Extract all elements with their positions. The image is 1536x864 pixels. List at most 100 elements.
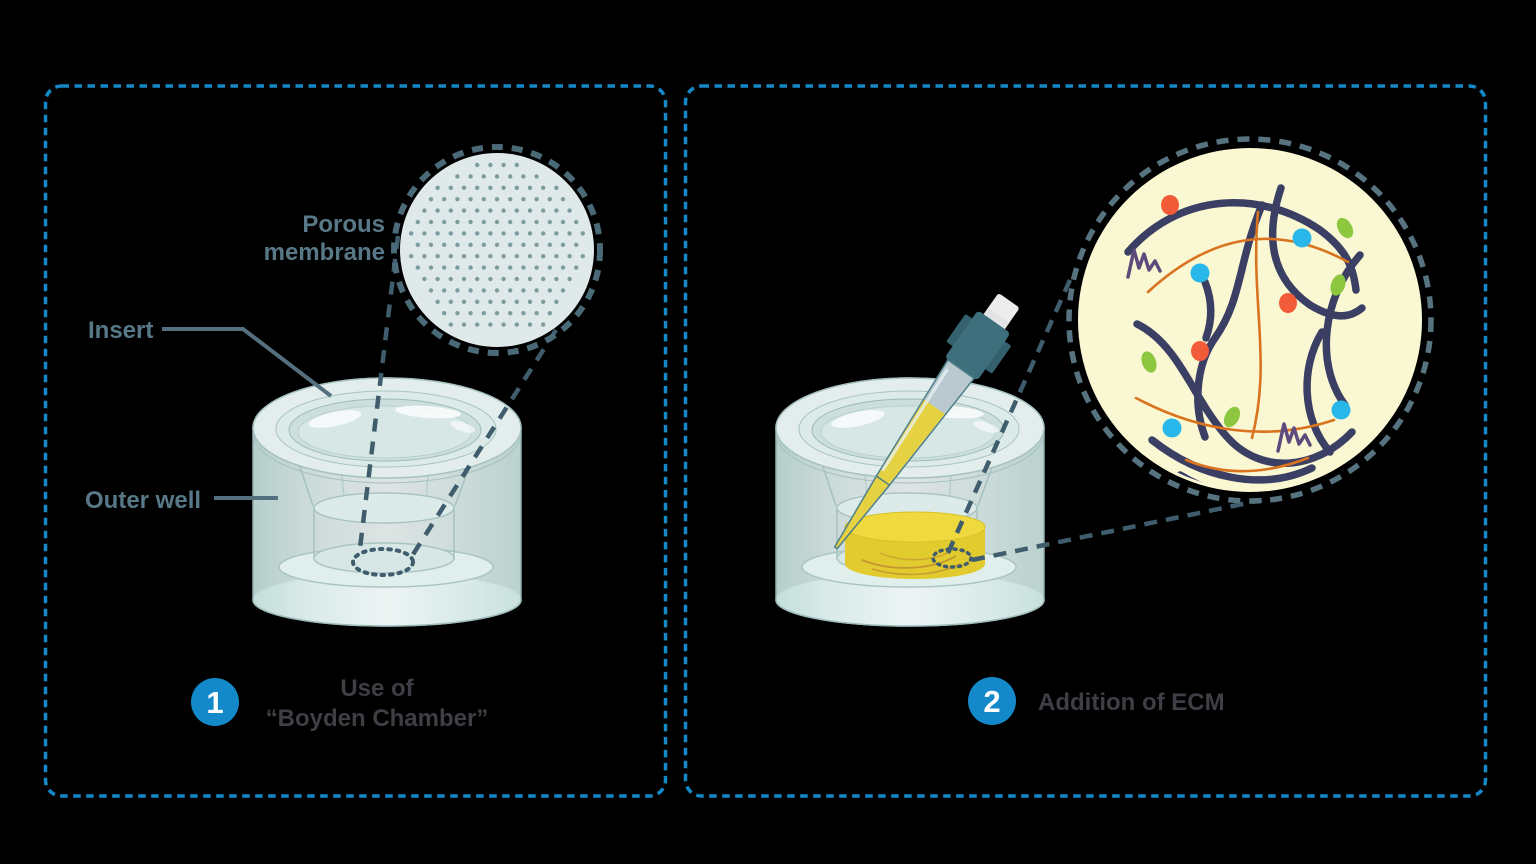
membrane-pore-dot [442, 311, 447, 316]
membrane-pore-dot [541, 276, 546, 282]
membrane-pore-dot [481, 311, 486, 316]
membrane-pore-dot [448, 276, 453, 282]
membrane-pore-dot [547, 219, 552, 225]
membrane-pore-dot [461, 231, 467, 236]
membrane-pore-dot [554, 231, 559, 236]
membrane-pore-dot [527, 208, 533, 213]
membrane-pore-dot [541, 299, 546, 304]
magnifier-cone-left-line [357, 235, 401, 549]
membrane-pore-dot [534, 197, 539, 202]
chamber-illustration-2 [775, 377, 1045, 627]
membrane-pore-dot [501, 185, 506, 190]
membrane-pore-dot [554, 185, 559, 190]
membrane-pore-dot [514, 185, 519, 190]
membrane-pore-dot [488, 299, 493, 304]
membrane-pore-dot [468, 265, 473, 270]
membrane-pore-dot [475, 231, 480, 236]
membrane-pore-dot [541, 208, 546, 213]
membrane-pore-dot [448, 208, 453, 213]
membrane-pore-dot [560, 242, 566, 247]
membrane-pore-dot [435, 276, 440, 282]
label-insert: Insert [88, 317, 153, 344]
membrane-pore-dot [475, 208, 480, 213]
membrane-pore-dot [448, 299, 453, 304]
membrane-pore-dot [481, 219, 486, 225]
membrane-pore-dot [508, 242, 513, 247]
membrane-pore-dot [534, 174, 539, 179]
membrane-pore-dot [422, 231, 427, 236]
membrane-pore-dot [428, 265, 434, 270]
membrane-pore-dot [461, 208, 467, 213]
membrane-pore-dot [494, 288, 500, 293]
membrane-pore-dot [521, 174, 526, 179]
membrane-pore-dot [461, 276, 467, 282]
membrane-pore-dot [428, 288, 434, 293]
membrane-pore-dot [428, 219, 434, 225]
membrane-pore-dot [481, 288, 486, 293]
membrane-pore-dot [527, 254, 533, 259]
membrane-pore-dot [501, 208, 506, 213]
membrane-pore-dot [501, 276, 506, 282]
membrane-pore-dot [481, 265, 486, 270]
membrane-pore-dot [494, 174, 500, 179]
membrane-pore-dot [461, 322, 467, 327]
membrane-pore-dot [461, 254, 467, 259]
membrane-pore-dot [514, 276, 519, 282]
membrane-pore-dot [527, 276, 533, 282]
membrane-pore-dot [521, 311, 526, 316]
membrane-pore-dot [428, 197, 434, 202]
membrane-pore-dot [580, 254, 585, 259]
membrane-pore-dot [534, 288, 539, 293]
ecm-squiggles [1126, 248, 1312, 453]
membrane-pore-dot [560, 219, 566, 225]
membrane-pore-dot [521, 288, 526, 293]
membrane-pore-dot [468, 197, 473, 202]
membrane-pore-dot [455, 288, 460, 293]
ecm-inset [1066, 136, 1434, 504]
membrane-pore-dot [574, 265, 579, 270]
panel-2-ecm-addition: 2 Addition of ECM [683, 84, 1488, 798]
membrane-pore-dot [567, 276, 572, 282]
membrane-pore-dot [415, 219, 420, 225]
membrane-pore-dot [494, 311, 500, 316]
panel-2-border [683, 84, 1488, 798]
ecm-liquid [844, 511, 986, 579]
panel-1-caption-line1: Use of [340, 675, 414, 702]
panel-1-boyden-chamber: Porous membrane Insert Outer well 1 Use … [43, 84, 668, 798]
membrane-pore-dot [541, 231, 546, 236]
membrane-pore-dot [455, 265, 460, 270]
membrane-pore-dot [534, 311, 539, 316]
step-1-badge [191, 678, 239, 726]
membrane-pore-dot [560, 197, 566, 202]
membrane-pore-dot [468, 174, 473, 179]
membrane-pore-dot [488, 322, 493, 327]
membrane-pore-dot [461, 299, 467, 304]
insert-leader-line [162, 327, 333, 398]
membrane-pore-dot [514, 254, 519, 259]
membrane-pore-dot [488, 231, 493, 236]
membrane-pore-dot [514, 322, 519, 327]
membrane-pore-dot [508, 197, 513, 202]
membrane-pore-dot [508, 288, 513, 293]
membrane-pore-dot [541, 185, 546, 190]
membrane-pore-dot [554, 208, 559, 213]
chamber-illustration [252, 377, 522, 627]
panel-1-border [43, 84, 668, 798]
membrane-pore-dot [435, 208, 440, 213]
membrane-pore-dot [455, 197, 460, 202]
membrane-pore-dot [541, 322, 546, 327]
membrane-pore-dot [527, 185, 533, 190]
pipette [833, 294, 1019, 550]
membrane-pore-dot [508, 265, 513, 270]
membrane-pore-dot [455, 219, 460, 225]
membrane-pore-dot [560, 265, 566, 270]
membrane-pore-dot [494, 219, 500, 225]
membrane-pore-dot [527, 322, 533, 327]
membrane-pore-dot [534, 265, 539, 270]
membrane-pore-dot [435, 231, 440, 236]
membrane-pore-dot [521, 219, 526, 225]
membrane-pore-dot [475, 299, 480, 304]
membrane-pore-dot [521, 197, 526, 202]
membrane-pore-dot [422, 276, 427, 282]
